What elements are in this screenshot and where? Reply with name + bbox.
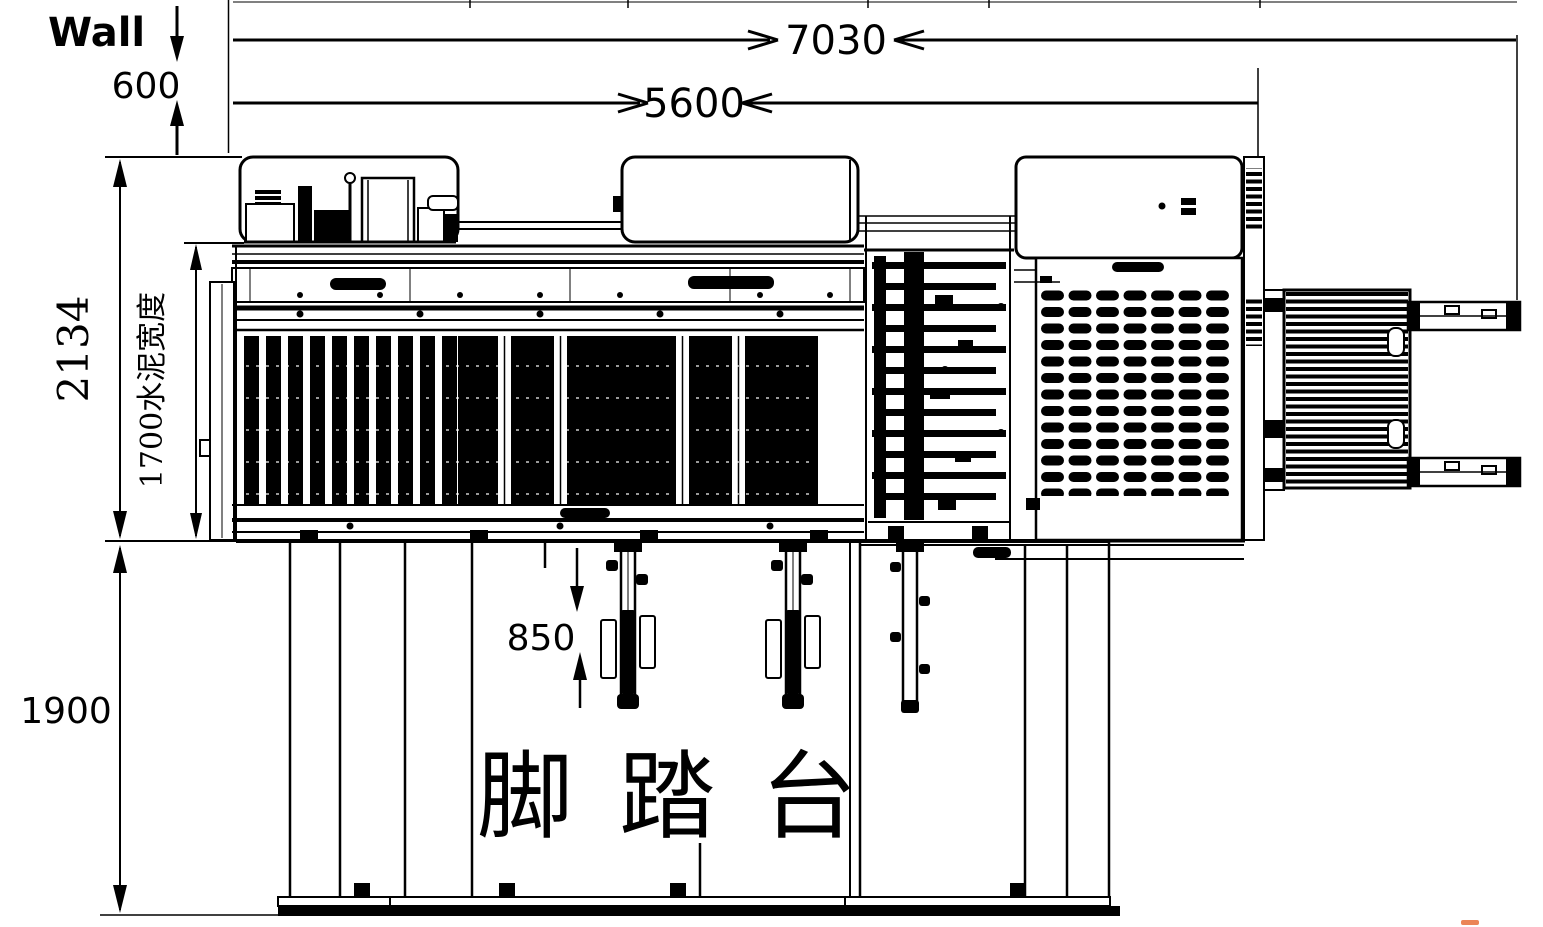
platform-label: 脚踏台	[477, 741, 903, 853]
dim-1900-text: 1900	[20, 691, 112, 732]
cabinet-module	[860, 155, 1244, 560]
bottom-frame-band	[232, 504, 1245, 543]
dimension-total-length: 7030	[233, 18, 1518, 300]
arrow-right-icon	[617, 92, 649, 114]
hanger-middle	[765, 540, 821, 709]
dimension-wall-clearance: 600	[105, 6, 242, 158]
right-ribbed-strip	[1243, 156, 1265, 541]
dim-850-text: 850	[507, 618, 576, 659]
handle-pill	[1112, 262, 1164, 272]
component-block	[427, 195, 459, 211]
machine-middle-hood	[613, 155, 860, 244]
arrow-down-icon	[570, 586, 584, 612]
base-bar	[278, 906, 1120, 916]
wall-reference: Wall	[48, 0, 230, 153]
side-handle	[199, 439, 211, 457]
dimension-platform-depth: 1900	[20, 545, 282, 916]
narrow-belt-bands	[244, 336, 458, 504]
dimension-hanger-clearance: 850	[507, 548, 587, 708]
arrow-up-icon	[190, 244, 202, 270]
handle-pill	[560, 508, 610, 518]
vent-icon	[1181, 198, 1196, 205]
dim-5600-text: 5600	[643, 81, 745, 127]
output-conveyor	[1263, 288, 1522, 491]
conveyor-belts	[244, 336, 818, 504]
wide-belt-bands	[458, 336, 818, 504]
arrow-up-icon	[170, 100, 184, 126]
foot-block	[670, 883, 686, 897]
left-end-cap	[199, 281, 235, 541]
top-rails	[458, 215, 1016, 232]
cabinet-top	[1014, 155, 1244, 260]
hangers	[600, 540, 930, 713]
dim-600-text: 600	[112, 66, 181, 107]
lower-arm-rail	[1406, 456, 1522, 488]
rack-spine	[874, 256, 886, 518]
dim-7030-text: 7030	[785, 18, 887, 64]
rack-spine	[904, 252, 924, 520]
dimension-cement-width: 1700水泥宽度	[135, 242, 244, 539]
arrow-down-icon	[170, 36, 184, 62]
dim-1700-text: 1700水泥宽度	[135, 292, 170, 488]
block-slot	[1387, 327, 1405, 357]
vent-grille	[1040, 288, 1232, 496]
dim-2134-text: 2134	[49, 296, 98, 403]
machine-left-hood	[238, 155, 460, 244]
accent-mark	[1461, 920, 1479, 925]
arrow-down-icon	[190, 513, 202, 539]
handle-pill	[688, 276, 774, 289]
hood-tab	[613, 196, 622, 212]
arrow-down-icon	[113, 511, 127, 539]
foot-block	[1010, 883, 1026, 897]
arrow-up-icon	[113, 159, 127, 187]
wall-label: Wall	[48, 10, 145, 56]
cabinet-dot	[1158, 202, 1166, 210]
rod-ball	[344, 172, 356, 184]
main-frame-band	[231, 244, 865, 540]
component-block	[314, 210, 350, 242]
foot-block	[499, 883, 515, 897]
foot-platform: 脚踏台	[277, 541, 1120, 916]
upper-arm-rail	[1406, 300, 1522, 332]
arrow-up-icon	[113, 545, 127, 573]
component-block	[417, 207, 445, 243]
arrow-up-icon	[573, 652, 587, 680]
component-tower	[360, 176, 416, 244]
dimension-inner-length: 5600	[233, 68, 1259, 172]
component-column	[298, 186, 312, 242]
roller-rack	[864, 216, 1014, 540]
hanger-left	[600, 540, 656, 709]
base-handle	[973, 547, 1011, 558]
block-slot	[1387, 419, 1405, 449]
handle-pill	[330, 278, 386, 290]
arrow-right-icon	[747, 29, 779, 51]
arrow-down-icon	[113, 885, 127, 913]
base-rail	[277, 896, 1111, 907]
top-cutoff-dimension-line	[233, 0, 1517, 8]
hanger-right	[890, 540, 930, 713]
component-block	[245, 203, 295, 243]
vent-icon	[1181, 208, 1196, 215]
foot-block	[354, 883, 370, 897]
